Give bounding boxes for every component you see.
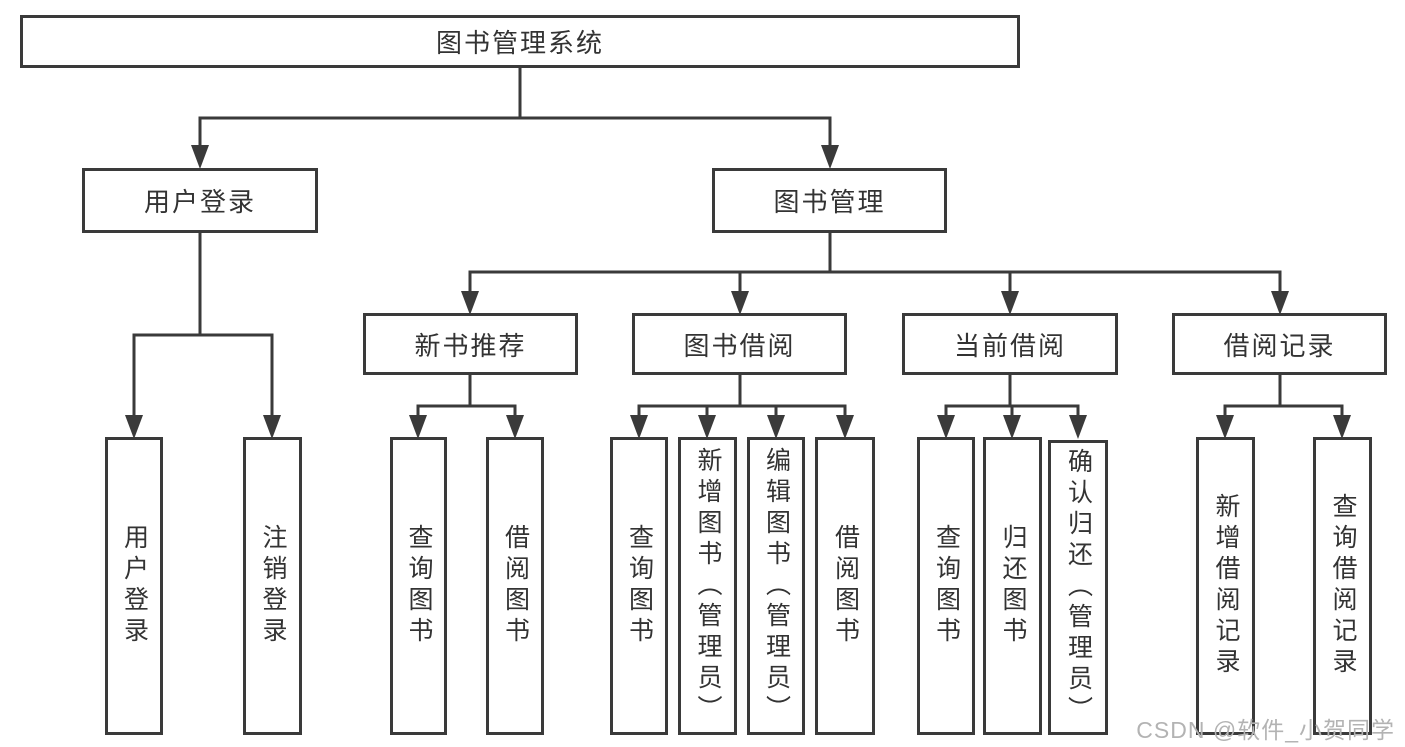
watermark: CSDN @软件_小贺同学 (1136, 717, 1395, 743)
node-leaf-query-books-2: 查询图书 (610, 437, 668, 735)
node-leaf-borrow-books-1: 借阅图书 (486, 437, 544, 735)
arrowhead-group (125, 145, 1351, 439)
node-leaf-query-books-1: 查询图书 (390, 437, 447, 735)
node-book-management-branch: 图书管理 (712, 168, 947, 233)
node-borrow-records: 借阅记录 (1172, 313, 1387, 375)
node-system-root: 图书管理系统 (20, 15, 1020, 68)
node-leaf-logout: 注销登录 (243, 437, 302, 735)
node-leaf-user-login: 用户登录 (105, 437, 163, 735)
node-leaf-query-borrow-record: 查询借阅记录 (1313, 437, 1372, 735)
node-leaf-add-borrow-record: 新增借阅记录 (1196, 437, 1255, 735)
node-leaf-borrow-books-2: 借阅图书 (815, 437, 875, 735)
node-leaf-confirm-return-admin: 确认归还（管理员） (1048, 440, 1108, 735)
node-leaf-query-books-3: 查询图书 (917, 437, 975, 735)
node-leaf-return-book: 归还图书 (983, 437, 1042, 735)
node-leaf-edit-book-admin: 编辑图书（管理员） (747, 437, 805, 735)
node-new-book-recommend: 新书推荐 (363, 313, 578, 375)
node-book-borrow: 图书借阅 (632, 313, 847, 375)
node-current-borrow: 当前借阅 (902, 313, 1118, 375)
node-leaf-add-book-admin: 新增图书（管理员） (678, 437, 737, 735)
node-user-login-branch: 用户登录 (82, 168, 318, 233)
